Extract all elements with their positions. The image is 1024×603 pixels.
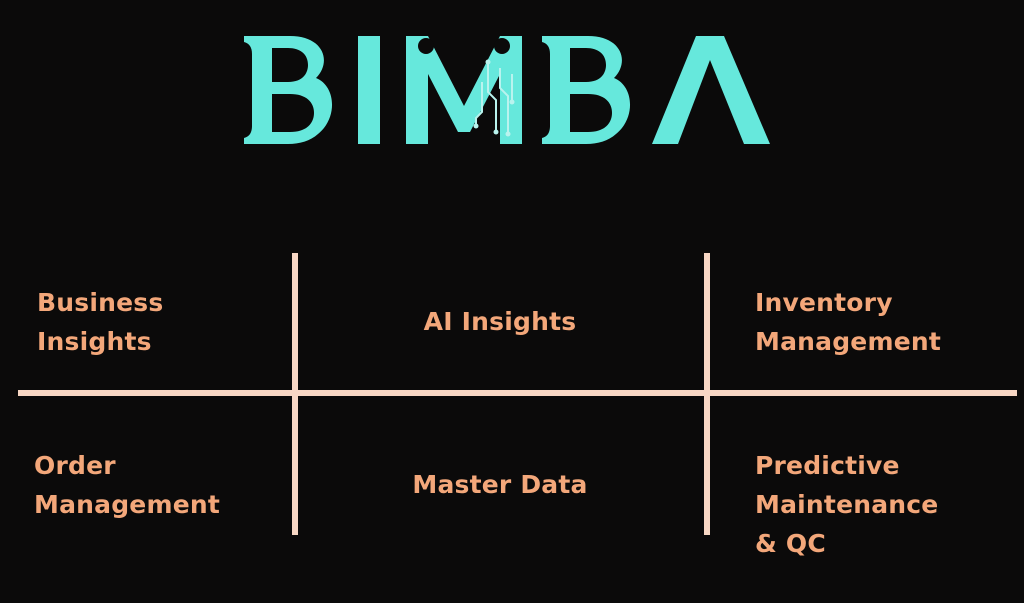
vertical-divider-right <box>704 253 710 535</box>
module-label-line: Business <box>37 288 164 317</box>
bimba-logo-icon <box>244 36 770 144</box>
module-master-data: Master Data <box>300 465 700 504</box>
bimba-logo <box>238 22 778 152</box>
module-label-line: Inventory <box>755 288 893 317</box>
module-label-line: Master Data <box>412 470 588 499</box>
module-label-line: Insights <box>37 327 152 356</box>
module-business-insights: Business Insights <box>37 283 163 361</box>
module-label-line: AI Insights <box>423 307 577 336</box>
vertical-divider-left <box>292 253 298 535</box>
module-order-management: Order Management <box>34 446 220 524</box>
module-label-line: Management <box>34 490 221 519</box>
module-ai-insights: AI Insights <box>300 302 700 341</box>
module-inventory-management: Inventory Management <box>755 283 941 361</box>
module-label-line: & QC <box>755 529 826 558</box>
module-label-line: Management <box>755 327 942 356</box>
module-label-line: Maintenance <box>755 490 939 519</box>
module-label-line: Predictive <box>755 451 900 480</box>
horizontal-divider <box>18 390 1017 396</box>
module-predictive-maintenance: Predictive Maintenance & QC <box>755 446 938 563</box>
module-label-line: Order <box>34 451 116 480</box>
